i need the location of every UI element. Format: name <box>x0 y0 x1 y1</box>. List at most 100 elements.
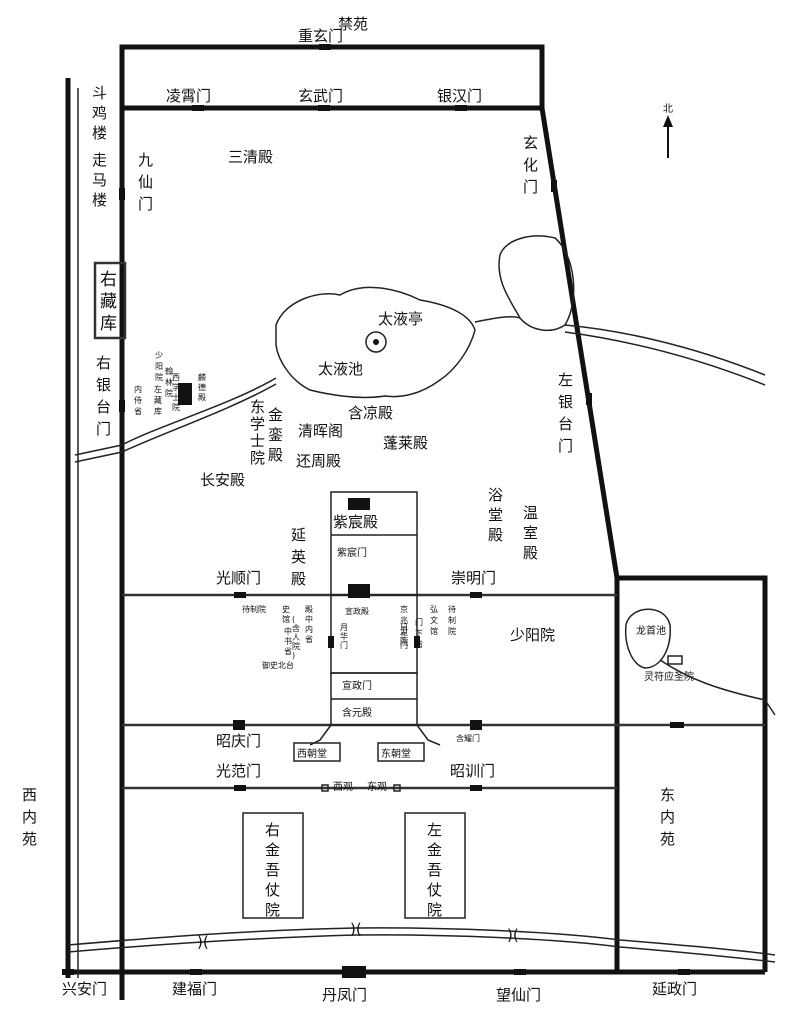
label-zuojinwu-char: 吾 <box>427 861 442 879</box>
label-dongguan: 东观 <box>367 780 387 793</box>
label-zouma-char: 走 <box>92 151 107 169</box>
label-zuocang: 左藏库 <box>154 384 162 416</box>
label-qinghui: 清晖阁 <box>298 422 343 440</box>
label-hongwenguan: 弘文馆 <box>430 605 438 636</box>
gate-guangfan <box>234 785 246 791</box>
label-zhongshusheng-char: 中 <box>284 626 292 636</box>
gate-zuoyintai <box>586 393 592 405</box>
label-wenshi: 温室殿 <box>523 504 538 562</box>
label-zouma: 走马楼 <box>92 151 107 209</box>
label-xineiyuan-char: 西 <box>22 786 37 804</box>
gate-jiuxian <box>119 188 125 200</box>
label-zuoyintai-char: 左 <box>558 371 573 389</box>
label-zuocang-char: 库 <box>154 406 162 416</box>
label-zichen-men: 紫宸门 <box>337 546 367 559</box>
south-water-channel <box>67 927 776 956</box>
label-shaoyang-small: 少阳院 <box>155 351 163 382</box>
youcang-box <box>93 261 127 340</box>
label-changan: 长安殿 <box>200 471 245 489</box>
gate-yinhan <box>455 105 467 111</box>
label-xuanwu: 玄武门 <box>298 87 343 105</box>
north-outer-wall <box>119 44 545 1000</box>
label-zichen-dian: 紫宸殿 <box>333 513 378 531</box>
label-guangshun: 光顺门 <box>216 569 261 587</box>
label-zouma-char: 马 <box>92 171 107 189</box>
label-xixue-char: 学 <box>172 382 180 392</box>
label-zuojinwu-char: 左 <box>427 821 442 839</box>
label-hanren-char: ) <box>292 651 295 660</box>
east-garden-wall <box>617 575 768 972</box>
label-menxiasheng-char: 下 <box>415 629 423 638</box>
label-taiye-ting: 太液亭 <box>378 310 423 328</box>
label-xineiyuan-char: 内 <box>22 808 37 826</box>
label-xuanhua: 玄化门 <box>523 134 538 196</box>
hanyuan-steps-w <box>309 724 332 746</box>
lingfu-hall <box>667 655 683 665</box>
gate-danfeng <box>342 966 366 978</box>
label-zuoyintai-char: 门 <box>558 437 573 455</box>
label-yanying-char: 英 <box>291 548 306 566</box>
label-youcang-char: 藏 <box>100 292 117 312</box>
label-yutang-char: 浴 <box>488 486 503 504</box>
east-water-channel <box>564 324 766 376</box>
label-dongneiyuan-char: 内 <box>660 808 675 826</box>
north-label: 北 <box>663 103 673 115</box>
label-shiguan-char: 馆 <box>282 614 290 624</box>
gate-wangxian <box>514 969 526 975</box>
label-hanren-char: ( <box>292 615 295 624</box>
label-chongxuan: 重玄门 <box>298 27 343 45</box>
dongguan-mark <box>393 784 401 792</box>
label-dongxue-char: 东 <box>250 398 265 416</box>
label-danfeng: 丹凤门 <box>322 986 367 1004</box>
label-dianzhongnei-char: 殿 <box>305 605 313 614</box>
label-zuocang-char: 藏 <box>154 395 162 405</box>
gate-hanyao <box>470 720 482 730</box>
label-neishisheng-char: 省 <box>134 406 142 416</box>
gate-east-garden <box>670 722 684 728</box>
label-shaoyangyuan: 少阳院 <box>510 626 555 644</box>
label-yueshimen-w-char: 月 <box>340 623 348 632</box>
label-jiuxian-char: 仙 <box>138 173 153 191</box>
gate-yueshi-e <box>414 636 420 648</box>
label-zouma-char: 楼 <box>92 191 107 209</box>
taiye-islet <box>365 331 387 353</box>
east-water-channel-2 <box>564 331 766 386</box>
label-jinluan-char: 金 <box>268 406 283 424</box>
label-youyintai-char: 门 <box>96 420 111 438</box>
gate-chongxuan <box>319 44 331 50</box>
label-taiye-chi: 太液池 <box>318 360 363 378</box>
gate-yanzheng <box>678 969 690 975</box>
label-dongneiyuan-char: 苑 <box>660 830 675 848</box>
longshou-pond <box>624 608 671 669</box>
bridge-west: )( <box>197 933 209 951</box>
label-lindeng-char: 殿 <box>198 393 206 402</box>
label-chongming: 崇明门 <box>451 569 496 587</box>
label-hanyuan-dian: 含元殿 <box>342 706 372 719</box>
label-jinluan-char: 銮 <box>268 426 283 444</box>
south-water-channel-2 <box>67 934 776 963</box>
gate-zhaoqing <box>233 720 245 730</box>
east-garden-channel <box>659 659 776 716</box>
label-menxiasheng: 门下省 <box>415 617 423 649</box>
bridge-east: )( <box>507 926 519 944</box>
label-yutang-char: 殿 <box>488 526 503 544</box>
label-youjinwu-char: 仗 <box>265 881 280 899</box>
label-yutang: 浴堂殿 <box>488 486 503 544</box>
label-jingzhaoyin-char: 兆 <box>400 615 408 625</box>
gate-yueshi-w <box>328 636 334 648</box>
label-xixue-char: 西 <box>172 373 180 382</box>
label-daizhiyuan2-char: 院 <box>448 626 456 636</box>
taiye-pavilion <box>373 339 379 345</box>
label-douji-char: 鸡 <box>92 104 107 122</box>
label-yanying: 延英殿 <box>291 526 306 588</box>
east-slanted-wall <box>539 107 620 579</box>
label-daizhiyuan2-char: 制 <box>448 615 456 625</box>
label-hanren-char: 含 <box>292 623 300 633</box>
label-menxiasheng-char: 省 <box>415 639 423 649</box>
label-jingzhaoyin-char: 尹 <box>400 627 408 636</box>
label-jiuxian-char: 九 <box>138 151 153 169</box>
